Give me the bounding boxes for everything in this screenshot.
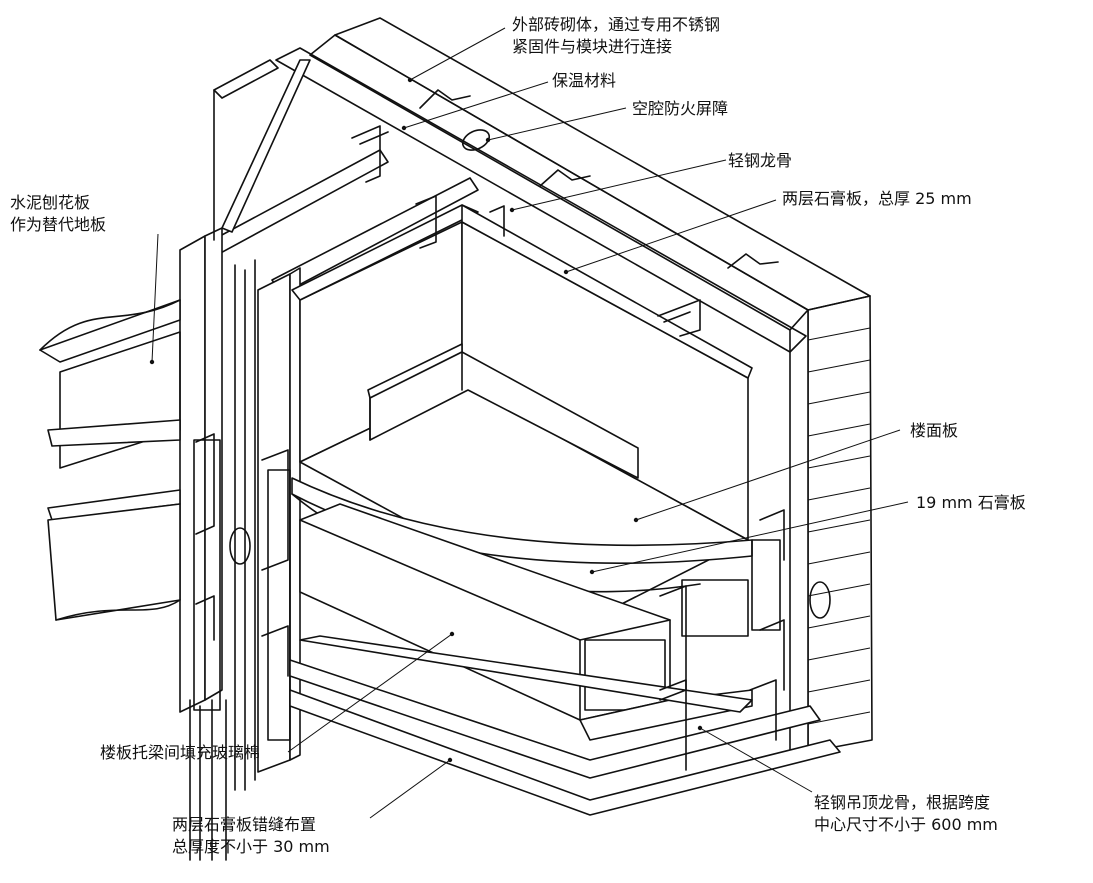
- label-light-steel-stud: 轻钢龙骨: [728, 151, 793, 170]
- brick-wall: [309, 17, 873, 761]
- label-masonry-line1: 外部砖砌体，通过专用不锈钢: [512, 15, 721, 34]
- floor-cassette: [289, 477, 841, 816]
- cavity-fire-barriers: [229, 129, 831, 619]
- label-masonry: 外部砖砌体，通过专用不锈钢 紧固件与模块进行连接: [512, 14, 720, 58]
- label-plasterboard-25: 两层石膏板，总厚 25 mm: [782, 189, 972, 208]
- label-insulation: 保温材料: [552, 71, 617, 90]
- label-cement-board-line2: 作为替代地板: [10, 215, 107, 234]
- leader-lines: [149, 27, 909, 819]
- label-plasterboard-30-line2: 总厚度不小于 30 mm: [172, 837, 330, 856]
- label-ceiling-joist-line2: 中心尺寸不小于 600 mm: [814, 815, 998, 834]
- left-floor-slabs: [39, 299, 181, 621]
- label-glass-wool: 楼板托梁间填充玻璃棉: [100, 743, 261, 762]
- steel-studs: [195, 125, 785, 771]
- label-cement-board-line1: 水泥刨花板: [10, 193, 91, 212]
- label-cavity-barrier: 空腔防火屏障: [632, 99, 729, 118]
- label-floor-panel: 楼面板: [910, 421, 959, 440]
- wall-ties: [419, 89, 779, 269]
- label-ceiling-joist-line1: 轻钢吊顶龙骨，根据跨度: [814, 793, 991, 812]
- label-cement-board: 水泥刨花板 作为替代地板: [10, 192, 106, 236]
- inner-module-wall: [234, 259, 301, 791]
- label-ceiling-joist: 轻钢吊顶龙骨，根据跨度 中心尺寸不小于 600 mm: [814, 792, 998, 836]
- label-masonry-line2: 紧固件与模块进行连接: [512, 37, 673, 56]
- label-plasterboard-30-line1: 两层石膏板错缝布置: [172, 815, 317, 834]
- label-plasterboard-30: 两层石膏板错缝布置 总厚度不小于 30 mm: [172, 814, 330, 858]
- left-module-wall: [179, 59, 311, 861]
- label-plasterboard-19: 19 mm 石膏板: [916, 493, 1026, 512]
